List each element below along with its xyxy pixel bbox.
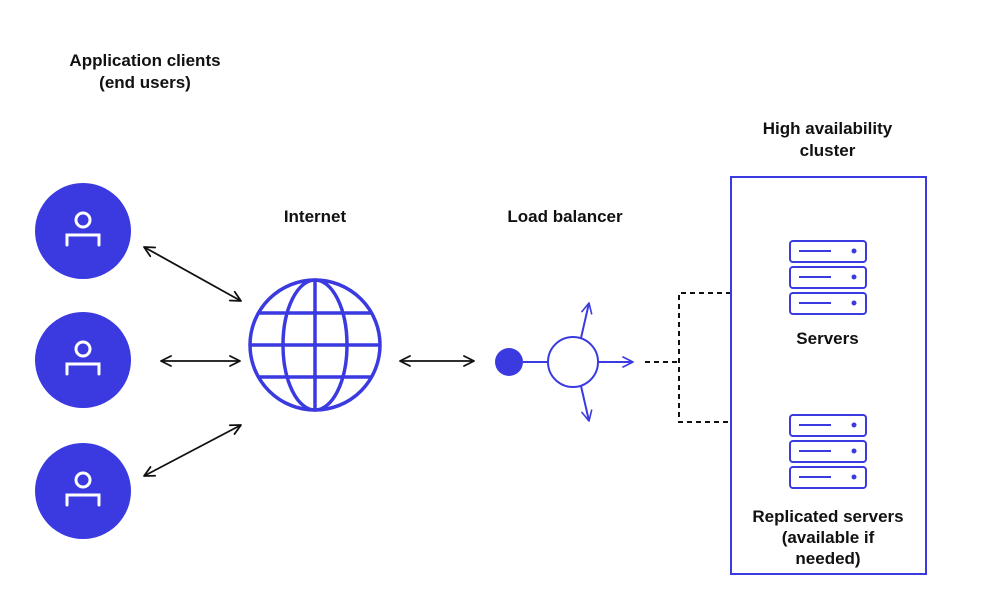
replicated-label-line1: Replicated servers xyxy=(752,507,904,526)
cluster-label-line2: cluster xyxy=(799,141,856,160)
internet-label: Internet xyxy=(250,206,380,228)
clients-label-line1: Application clients xyxy=(69,51,221,70)
servers-label-text: Servers xyxy=(796,329,859,348)
client-user-2 xyxy=(35,312,131,408)
replicated-label-line3: needed) xyxy=(795,549,861,568)
load-balancer-label: Load balancer xyxy=(480,206,650,228)
internet-label-text: Internet xyxy=(283,207,347,226)
cluster-label: High availability cluster xyxy=(720,118,935,162)
arrow-client3-internet xyxy=(143,424,242,477)
user-icon xyxy=(65,471,101,507)
client-user-1 xyxy=(35,183,131,279)
cluster-box xyxy=(730,176,927,575)
clients-label: Application clients (end users) xyxy=(30,50,260,94)
servers-label: Servers xyxy=(740,328,915,350)
globe-icon xyxy=(248,278,382,412)
server-rack-icon xyxy=(789,240,867,315)
clients-label-line2: (end users) xyxy=(99,73,191,92)
replicated-servers-label: Replicated servers (available if needed) xyxy=(732,506,924,569)
load-balancer-label-text: Load balancer xyxy=(507,207,623,226)
replicated-server-rack-icon xyxy=(789,414,867,489)
user-icon xyxy=(65,211,101,247)
replicated-label-line2: (available if xyxy=(781,528,875,547)
load-balancer-icon xyxy=(495,302,634,422)
dashed-connector xyxy=(645,292,731,423)
user-icon xyxy=(65,340,101,376)
client-user-3 xyxy=(35,443,131,539)
arrow-client1-internet xyxy=(143,246,242,302)
cluster-label-line1: High availability xyxy=(762,119,893,138)
